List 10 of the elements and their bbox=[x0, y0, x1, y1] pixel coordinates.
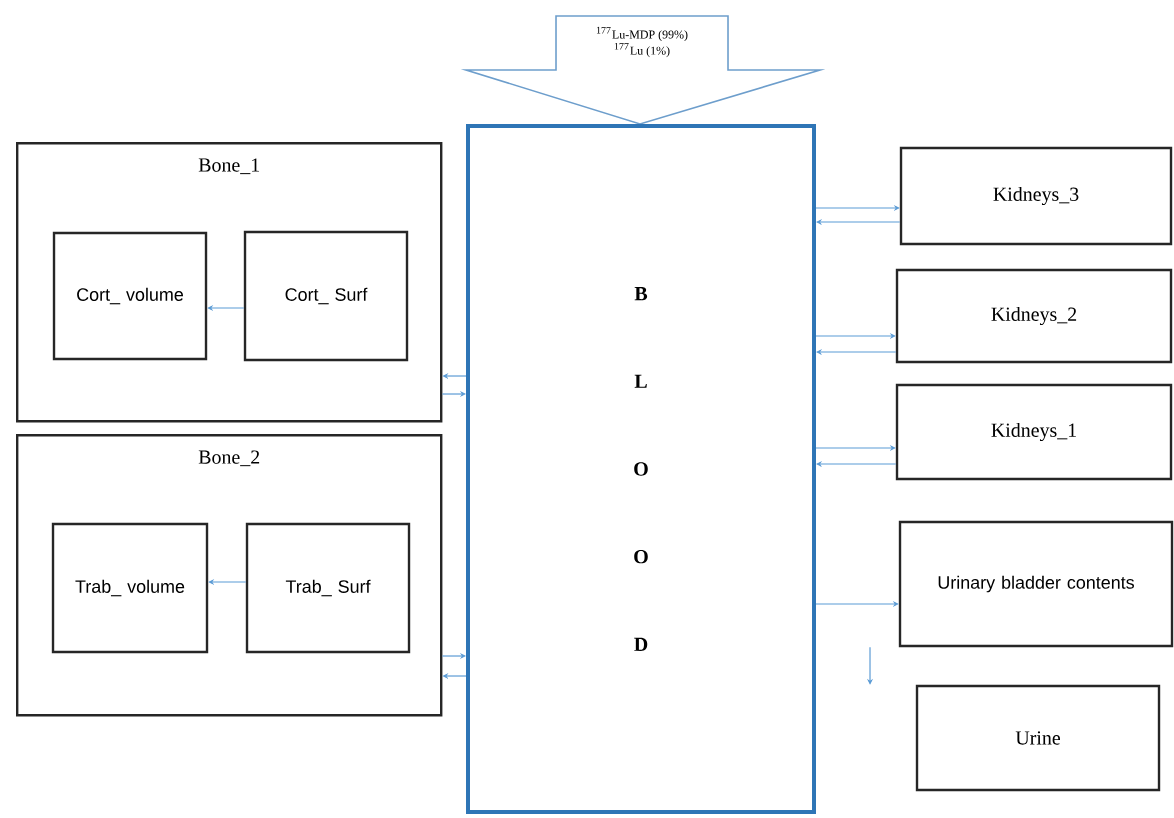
organ-box: Urine bbox=[915, 684, 1161, 792]
compartment-box: Urinary bladder contents bbox=[898, 520, 1174, 648]
compartment-box: Trab_ Surf bbox=[245, 522, 411, 654]
compartment-box: Trab_ volume bbox=[51, 522, 209, 654]
organ-box: Kidneys_1 bbox=[895, 383, 1173, 481]
blood-box: B L O O D bbox=[466, 124, 816, 814]
organ-box: Kidneys_2 bbox=[895, 268, 1173, 364]
compartment-box: Cort_ volume bbox=[52, 231, 208, 361]
organ-box: Kidneys_3 bbox=[899, 146, 1173, 246]
compartment-box: Cort_ Surf bbox=[243, 230, 409, 362]
